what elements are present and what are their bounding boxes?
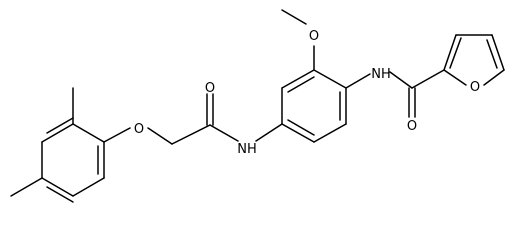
furan-bond <box>443 34 457 71</box>
furan-bond <box>491 34 505 71</box>
furan-bond <box>443 69 467 86</box>
carbonyl-furan-bond <box>411 69 445 89</box>
ring-b-bond <box>313 69 347 89</box>
amide-1-cn-bond <box>209 124 239 142</box>
ch2-carbonyl-bond <box>171 124 211 145</box>
ring-b-bond <box>281 123 315 143</box>
ring-a-bond <box>41 123 74 143</box>
ring-a-bond <box>72 123 105 143</box>
ring-b-bond <box>313 123 347 143</box>
ring-b-bond <box>281 69 315 89</box>
methoxy-methyl-bond <box>281 9 307 25</box>
methoxyphenylene-ring <box>281 69 347 143</box>
ring-a-inner-bond <box>46 186 74 203</box>
ring-b-inner-bond <box>287 76 315 93</box>
structure-canvas: O O NH O NH O O <box>10 9 505 203</box>
furan-oxygen-label: O <box>470 80 480 95</box>
methyl-4-bond <box>10 177 43 197</box>
carbonyl-1-oxygen-label: O <box>205 81 215 96</box>
nh-carbonyl-2-bond <box>389 71 413 89</box>
furan-inner-bond <box>449 37 462 69</box>
ring-b-nh-bond <box>345 73 371 89</box>
dimethylphenyl-ring <box>41 117 105 203</box>
ring-a-bond <box>72 177 105 197</box>
furan-inner-bond <box>486 39 498 69</box>
carbonyl-2-oxygen-label: O <box>407 119 417 134</box>
nh-ring-b-bond <box>255 123 283 142</box>
amide-2-nh-label: NH <box>371 67 391 82</box>
molecule-drawing: O O NH O NH O O <box>10 9 505 203</box>
methoxy-oxygen-label: O <box>309 29 319 44</box>
ether-ch2-bond <box>147 127 173 145</box>
ring-a-inner-bond <box>46 117 74 134</box>
amide-1-nh-label: NH <box>237 142 257 157</box>
aryl-ether-bond <box>103 127 131 143</box>
ring-b-inner-bond <box>287 119 315 136</box>
ether-oxygen-label: O <box>134 122 144 137</box>
ring-a-bond <box>41 177 74 197</box>
furan-ring <box>443 34 505 86</box>
furan-bond <box>483 69 505 86</box>
